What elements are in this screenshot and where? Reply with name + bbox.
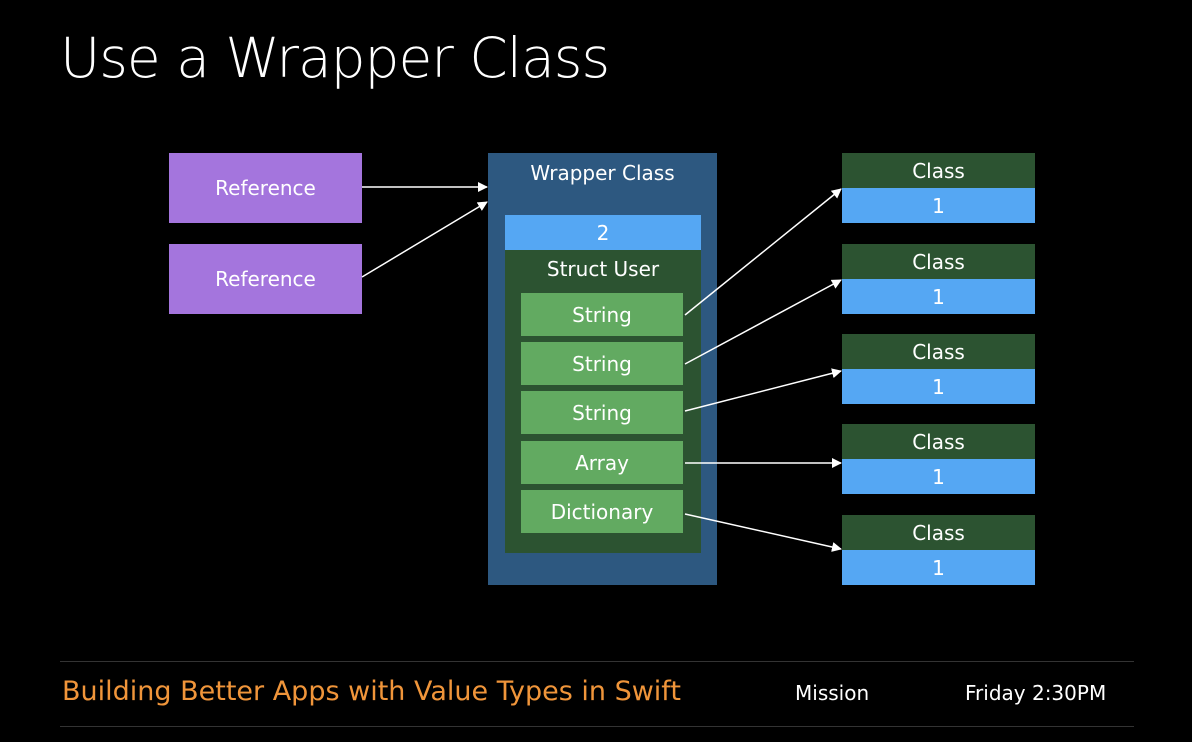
arrow-dictionary-to-class5 xyxy=(684,513,842,552)
field-string-2: String xyxy=(521,342,683,385)
class-box-2-count: 1 xyxy=(842,279,1035,314)
arrow-string3-to-class3 xyxy=(684,368,842,412)
wrapper-class-label: Wrapper Class xyxy=(530,161,675,185)
wrapper-refcount: 2 xyxy=(505,215,701,250)
session-room: Mission xyxy=(795,681,870,705)
class-box-3-count: 1 xyxy=(842,369,1035,404)
footer-divider-top xyxy=(60,661,1134,662)
session-time: Friday 2:30PM xyxy=(965,681,1107,705)
reference-box-1: Reference xyxy=(169,153,362,223)
field-string-1: String xyxy=(521,293,683,336)
arrow-string2-to-class2 xyxy=(684,279,842,365)
class-box-1-header: Class xyxy=(842,153,1035,188)
field-dictionary: Dictionary xyxy=(521,490,683,533)
class-box-4-count: 1 xyxy=(842,459,1035,494)
field-array: Array xyxy=(521,441,683,484)
class-box-4-header: Class xyxy=(842,424,1035,459)
field-string-3: String xyxy=(521,391,683,434)
class-box-5-count: 1 xyxy=(842,550,1035,585)
reference-box-2: Reference xyxy=(169,244,362,314)
class-box-3-header: Class xyxy=(842,334,1035,369)
session-title: Building Better Apps with Value Types in… xyxy=(62,676,681,707)
slide-title: Use a Wrapper Class xyxy=(60,26,610,90)
arrow-ref2-to-wrapper xyxy=(361,201,488,278)
class-box-5-header: Class xyxy=(842,515,1035,550)
class-box-1-count: 1 xyxy=(842,188,1035,223)
struct-user-label: Struct User xyxy=(546,257,660,281)
arrow-string1-to-class1 xyxy=(684,188,842,316)
footer-divider-bottom xyxy=(60,726,1134,727)
class-box-2-header: Class xyxy=(842,244,1035,279)
